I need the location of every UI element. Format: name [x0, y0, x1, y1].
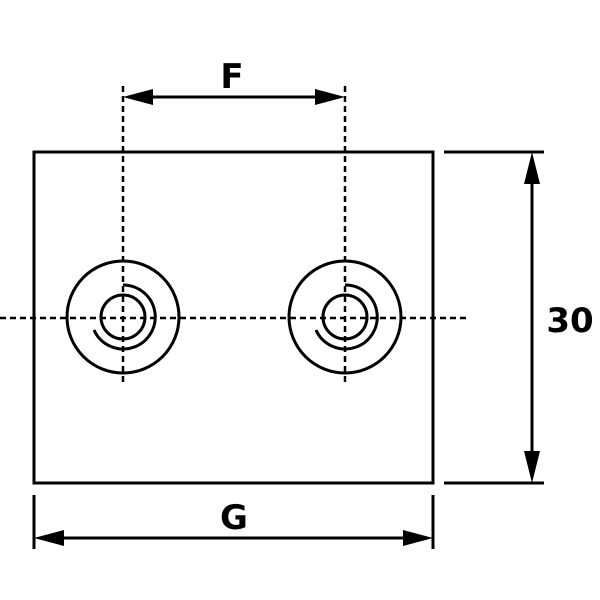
dimension-height-arrow-bottom	[524, 451, 540, 483]
dimension-f-arrow-left	[123, 89, 153, 105]
dimension-height: 30	[444, 150, 600, 485]
left-hole	[65, 86, 181, 384]
right-hole	[287, 86, 403, 384]
dimension-height-arrow-top	[524, 152, 540, 184]
dimension-f: F	[123, 57, 345, 105]
dimension-f-label: F	[220, 57, 243, 97]
dimension-g-arrow-left	[34, 530, 64, 546]
right-hole-thread-arc	[314, 283, 379, 351]
left-hole-thread-arc	[92, 283, 157, 351]
dimension-g-label: G	[220, 498, 248, 538]
dimension-height-label-backdrop	[540, 296, 600, 340]
dimension-g: G	[32, 495, 435, 549]
dimension-height-label: 30	[546, 301, 593, 341]
dimension-f-arrow-right	[315, 89, 345, 105]
dimension-g-arrow-right	[403, 530, 433, 546]
